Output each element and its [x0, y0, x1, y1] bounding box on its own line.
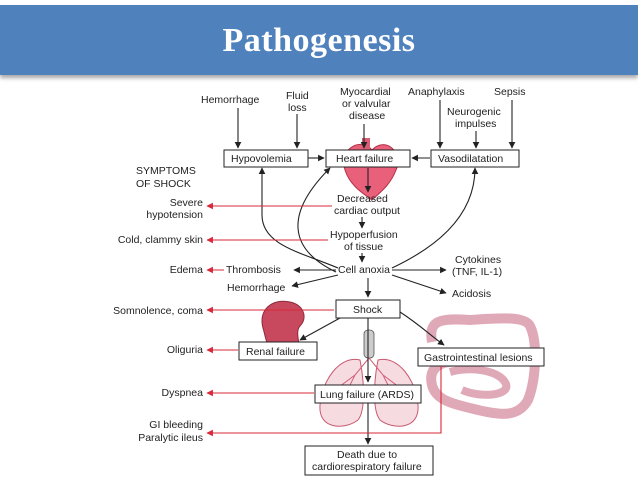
box-heart-failure-label: Heart failure: [336, 153, 393, 165]
symptom-edema: Edema: [170, 264, 203, 276]
box-lung-failure-label: Lung failure (ARDS): [320, 389, 414, 401]
cause-myocardial-line2: or valvular: [342, 98, 391, 110]
cause-fluid-loss-line2: loss: [288, 102, 307, 114]
arrow-anoxia-hypovolemia: [258, 167, 339, 269]
flow-acidosis: Acidosis: [452, 288, 491, 300]
lungs-icon: [319, 329, 419, 427]
flow-decreased-output-line2: cardiac output: [334, 205, 400, 217]
cause-hemorrhage: Hemorrhage: [201, 94, 260, 106]
flow-decreased-output-line1: Decreased: [337, 193, 388, 205]
slide-title: Pathogenesis: [222, 22, 416, 59]
symptoms-heading-line2: OF SHOCK: [136, 178, 191, 190]
arrow-shock-renal: [299, 317, 341, 341]
intestines-icon: [426, 313, 541, 419]
flow-hypoperfusion-line2: of tissue: [344, 241, 383, 253]
arrow-anoxia-acidosis: [391, 274, 447, 295]
arrow-anoxia-heartfailure: [297, 167, 337, 273]
symptom-somnolence: Somnolence, coma: [113, 305, 203, 317]
symptom-severe-line2: hypotension: [146, 209, 203, 221]
box-renal-failure: [238, 341, 318, 361]
cause-myocardial-line3: disease: [349, 110, 385, 122]
box-death-line1: Death due to: [337, 449, 397, 461]
box-heart-failure: [325, 149, 411, 168]
cause-neurogenic-line2: impulses: [455, 118, 496, 130]
flow-cytokines-line1: Cytokines: [455, 254, 501, 266]
symptom-severe-line1: Severe: [170, 197, 203, 209]
arrow-anoxia-vasodilatation: [391, 167, 479, 269]
symptoms-heading-line1: SYMPTOMS: [136, 165, 196, 177]
cause-anaphylaxis: Anaphylaxis: [408, 86, 465, 98]
flow-cytokines-line2: (TNF, IL-1): [452, 266, 502, 278]
box-vasodilatation: [430, 149, 520, 168]
box-death-line2: cardiorespiratory failure: [312, 461, 422, 473]
symptom-gi-bleeding-line2: Paralytic ileus: [138, 432, 203, 444]
cause-myocardial-line1: Myocardial: [340, 86, 391, 98]
flow-hemorrhage: Hemorrhage: [227, 282, 286, 294]
cause-neurogenic-line1: Neurogenic: [447, 106, 501, 118]
symptom-cold-skin: Cold, clammy skin: [118, 234, 203, 246]
box-shock-label: Shock: [353, 304, 383, 316]
cause-fluid-loss-line1: Fluid: [286, 90, 309, 102]
cause-sepsis: Sepsis: [494, 86, 526, 98]
box-death: [304, 445, 434, 476]
title-banner: Pathogenesis: [0, 5, 638, 75]
arrow-shock-gi: [399, 311, 445, 346]
heart-icon: [343, 138, 399, 201]
flow-cell-anoxia: Cell anoxia: [338, 264, 390, 276]
flow-hypoperfusion-line1: Hypoperfusion: [330, 229, 398, 241]
box-hypovolemia-label: Hypovolemia: [231, 153, 292, 165]
arrow-anoxia-hemorrhage: [291, 274, 339, 288]
box-gi-lesions: [417, 347, 545, 367]
symptom-oliguria: Oliguria: [167, 344, 203, 356]
flow-thrombosis: Thrombosis: [226, 264, 281, 276]
box-vasodilatation-label: Vasodilatation: [438, 153, 503, 165]
symptom-dyspnea: Dyspnea: [162, 387, 204, 399]
box-renal-failure-label: Renal failure: [246, 346, 305, 358]
box-gi-lesions-label: Gastrointestinal lesions: [424, 352, 533, 364]
red-arrow-gi-bleeding: [206, 366, 442, 437]
symptom-gi-bleeding-line1: GI bleeding: [149, 419, 203, 431]
